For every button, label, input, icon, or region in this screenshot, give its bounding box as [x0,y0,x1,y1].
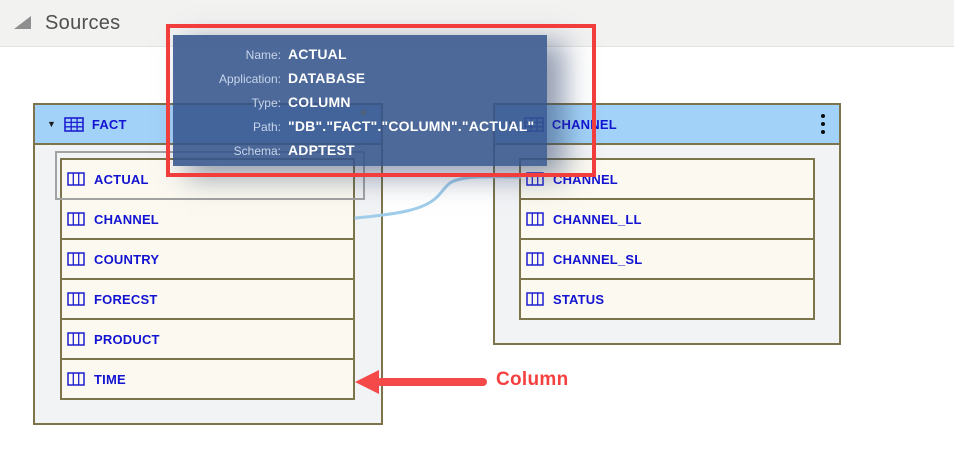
column-icon [67,292,85,306]
tooltip-field-value: ADPTEST [288,142,355,158]
column-icon [526,252,544,266]
tooltip-field-value: ACTUAL [288,46,347,62]
collapse-triangle-icon[interactable]: ▼ [47,118,56,129]
column-row-status[interactable]: STATUS [519,278,815,320]
column-label: ACTUAL [94,171,149,187]
column-row-channel[interactable]: CHANNEL [60,198,355,240]
column-label: CHANNEL [553,171,618,187]
table-name-fact: FACT [91,116,127,132]
tooltip-field-value: "DB"."FACT"."COLUMN"."ACTUAL" [288,118,535,134]
kebab-menu-icon[interactable] [819,110,827,138]
column-detail-tooltip: Name: ACTUAL Application: DATABASE Type:… [173,35,547,166]
tooltip-field-label: Application: [218,72,281,86]
column-icon [526,172,544,186]
tooltip-field-label: Type: [251,96,281,110]
column-label: CHANNEL [94,211,159,227]
column-label: COUNTRY [94,251,160,267]
column-row-channel-ll[interactable]: CHANNEL_LL [519,198,815,240]
table-name-channel: CHANNEL [551,116,617,132]
annotation-label: Column [496,369,569,390]
column-icon [67,372,85,386]
tooltip-field-label: Name: [245,48,281,62]
column-icon [67,172,85,186]
table-card-channel: ▼ CHANNEL CHANNEL CHANNEL_LL CHANNEL_SL … [493,103,841,345]
column-icon [526,292,544,306]
column-label: FORECST [94,291,158,307]
tooltip-field-label: Path: [252,120,281,134]
column-row-product[interactable]: PRODUCT [60,318,355,360]
channel-columns-list: CHANNEL CHANNEL_LL CHANNEL_SL STATUS [519,158,815,320]
annotation-arrow [377,378,487,386]
column-row-forecst[interactable]: FORECST [60,278,355,320]
column-label: CHANNEL_SL [553,251,643,267]
column-row-channel-sl[interactable]: CHANNEL_SL [519,238,815,280]
annotation-arrow-head [355,370,379,394]
tooltip-field-value: COLUMN [288,94,351,110]
tooltip-field-value: DATABASE [288,70,366,86]
table-grid-icon [64,116,84,132]
column-label: TIME [94,371,126,387]
fact-columns-list: ACTUAL CHANNEL COUNTRY FORECST PRODUCT T… [60,158,355,400]
column-row-time[interactable]: TIME [60,358,355,400]
column-label: STATUS [553,291,605,307]
column-icon [67,212,85,226]
cursor-dot [361,110,366,115]
table-header-channel[interactable]: ▼ CHANNEL [495,105,839,145]
column-label: PRODUCT [94,331,160,347]
tooltip-field-label: Schema: [233,144,281,158]
column-icon [67,252,85,266]
panel-title: Sources [45,11,121,34]
column-row-channel[interactable]: CHANNEL [519,158,815,200]
column-icon [67,332,85,346]
column-label: CHANNEL_LL [553,211,642,227]
column-icon [526,212,544,226]
panel-collapse-icon[interactable] [14,15,31,29]
column-row-country[interactable]: COUNTRY [60,238,355,280]
